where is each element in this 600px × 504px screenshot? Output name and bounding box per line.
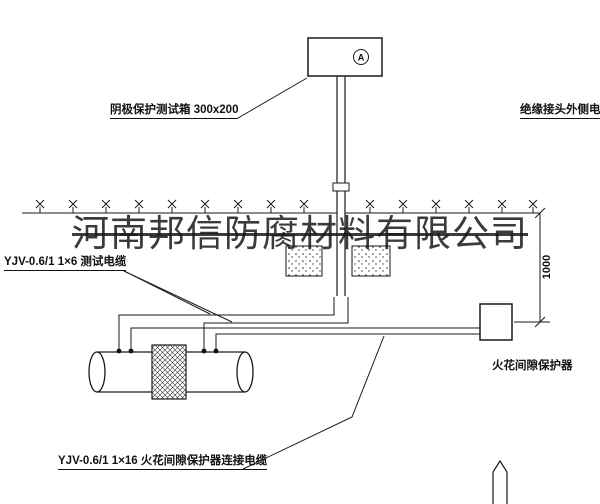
- meter-symbol-a: A: [358, 53, 365, 63]
- leader-lines: [123, 77, 385, 470]
- conduit-riser: [332, 76, 350, 296]
- dimension-value: 1000: [541, 254, 553, 280]
- label-test-box: 阴极保护测试箱 300x200: [110, 103, 239, 119]
- ground-symbols: [35, 199, 538, 214]
- test-cables: [118, 297, 349, 351]
- label-spark-gap-cable: YJV-0.6/1 1×16 火花间隙保护器连接电缆: [58, 454, 268, 470]
- pipe-break-symbol: [492, 459, 508, 504]
- label-test-cable: YJV-0.6/1 1×6 测试电缆: [4, 255, 127, 271]
- test-box: A: [307, 37, 383, 77]
- concrete-blocks: [285, 245, 391, 277]
- dimension-line: [514, 207, 550, 328]
- label-spark-gap-protector: 火花间隙保护器: [492, 360, 573, 372]
- insulating-joint: [151, 344, 187, 400]
- spark-gap-cables: [130, 327, 480, 351]
- weld-points: [116, 348, 219, 354]
- spark-gap-protector: [479, 303, 513, 341]
- label-outer-cable: 绝缘接头外侧电缆: [520, 103, 600, 119]
